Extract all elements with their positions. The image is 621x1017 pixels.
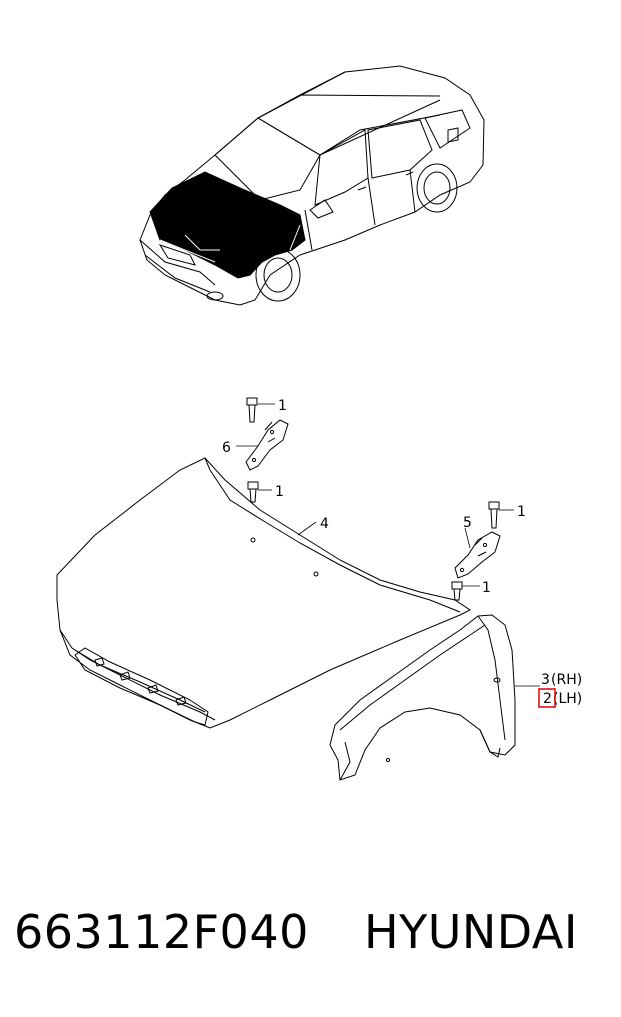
callout-3-side: (RH) [551, 672, 582, 688]
car-highlighted-hood-fender [149, 171, 306, 279]
car-grille-lines [159, 224, 301, 263]
callout-1-right-bottom: 1 [482, 580, 491, 596]
hood-panel [56, 457, 471, 729]
callout-5: 5 [463, 515, 472, 531]
footer-caption: 663112F040 HYUNDAI [14, 905, 614, 975]
leader-lines [236, 403, 540, 687]
callout-1-top: 1 [278, 398, 287, 414]
callout-1-right-top: 1 [517, 504, 526, 520]
hinge-left [245, 397, 289, 503]
callout-4: 4 [320, 516, 329, 532]
callout-6: 6 [222, 440, 231, 456]
callout-2-side: (LH) [553, 691, 582, 707]
callout-3: 3 [541, 672, 550, 688]
brand-name: HYUNDAI [364, 905, 578, 959]
callout-2-highlight-box [538, 688, 556, 708]
car-overview-illustration [139, 65, 485, 306]
fender-panel [329, 614, 516, 781]
callout-2: 2 [543, 691, 552, 707]
callout-labels: 1 6 1 4 1 5 1 3 (RH) 2 (LH) [222, 398, 582, 707]
part-number: 663112F040 [14, 905, 309, 959]
callout-1-mid: 1 [275, 484, 284, 500]
hinge-right [451, 501, 501, 601]
